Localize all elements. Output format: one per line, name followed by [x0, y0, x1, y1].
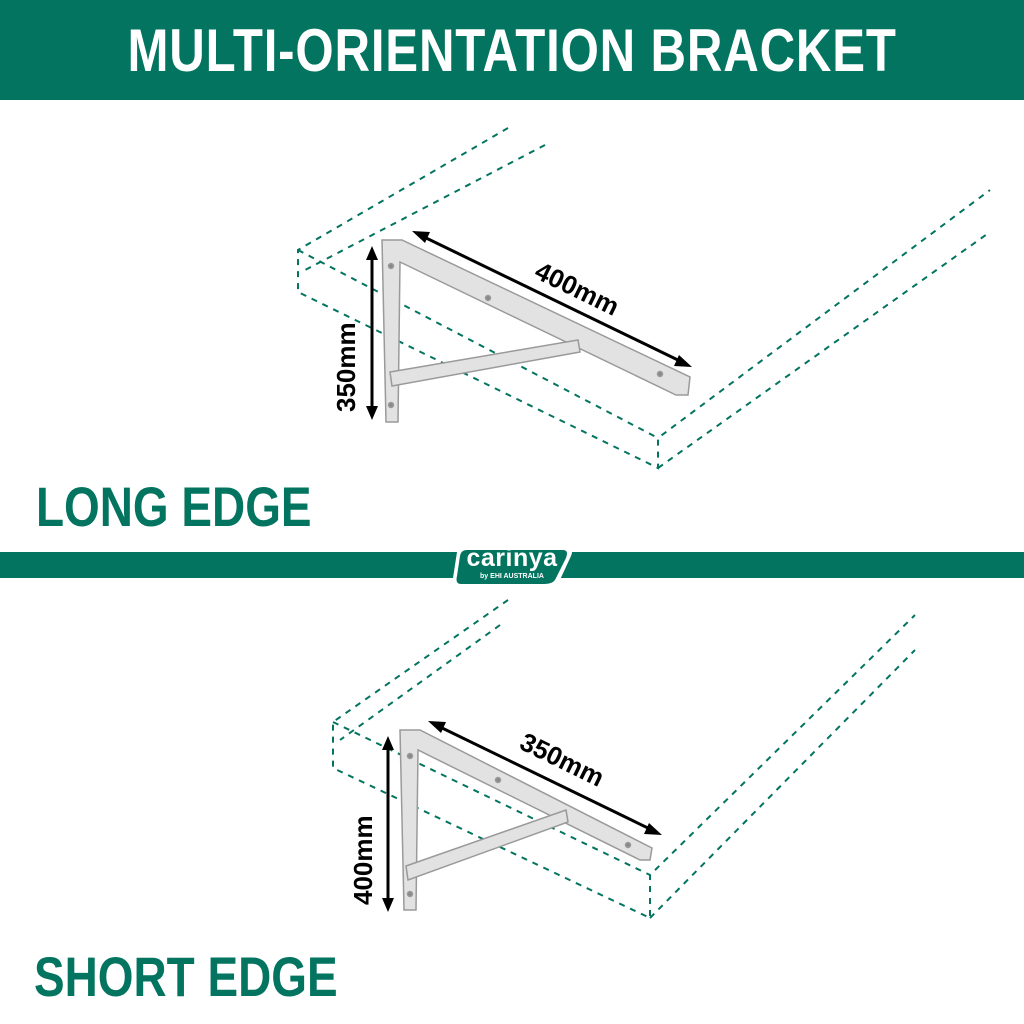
page-title: MULTI-ORIENTATION BRACKET [127, 16, 897, 84]
long-horizontal-dim-arrow [412, 231, 692, 367]
short-vertical-dim-arrow [382, 736, 394, 912]
short-horizontal-dim-arrow [428, 721, 662, 835]
short-edge-label: SHORT EDGE [34, 945, 338, 1008]
logo-tagline: by EHI AUSTRALIA [480, 573, 544, 580]
long-vertical-dim-arrow [366, 246, 378, 420]
long-edge-label: LONG EDGE [36, 475, 312, 538]
long-bracket-icon [381, 239, 691, 423]
header-band: MULTI-ORIENTATION BRACKET [0, 0, 1024, 100]
short-vertical-dim-label: 400mm [348, 815, 378, 905]
short-horizontal-dim-label: 350mm [515, 726, 609, 792]
logo-shape-icon [451, 546, 573, 588]
long-shelf-outline [297, 127, 991, 470]
short-bracket-icon [399, 729, 653, 911]
long-vertical-dim-label: 350mm [331, 322, 361, 412]
carinya-logo-badge: carinya by EHI AUSTRALIA [447, 540, 577, 590]
long-edge-illustration: 400mm 350mm [297, 127, 991, 470]
logo-brand-name: carinya [466, 544, 558, 572]
